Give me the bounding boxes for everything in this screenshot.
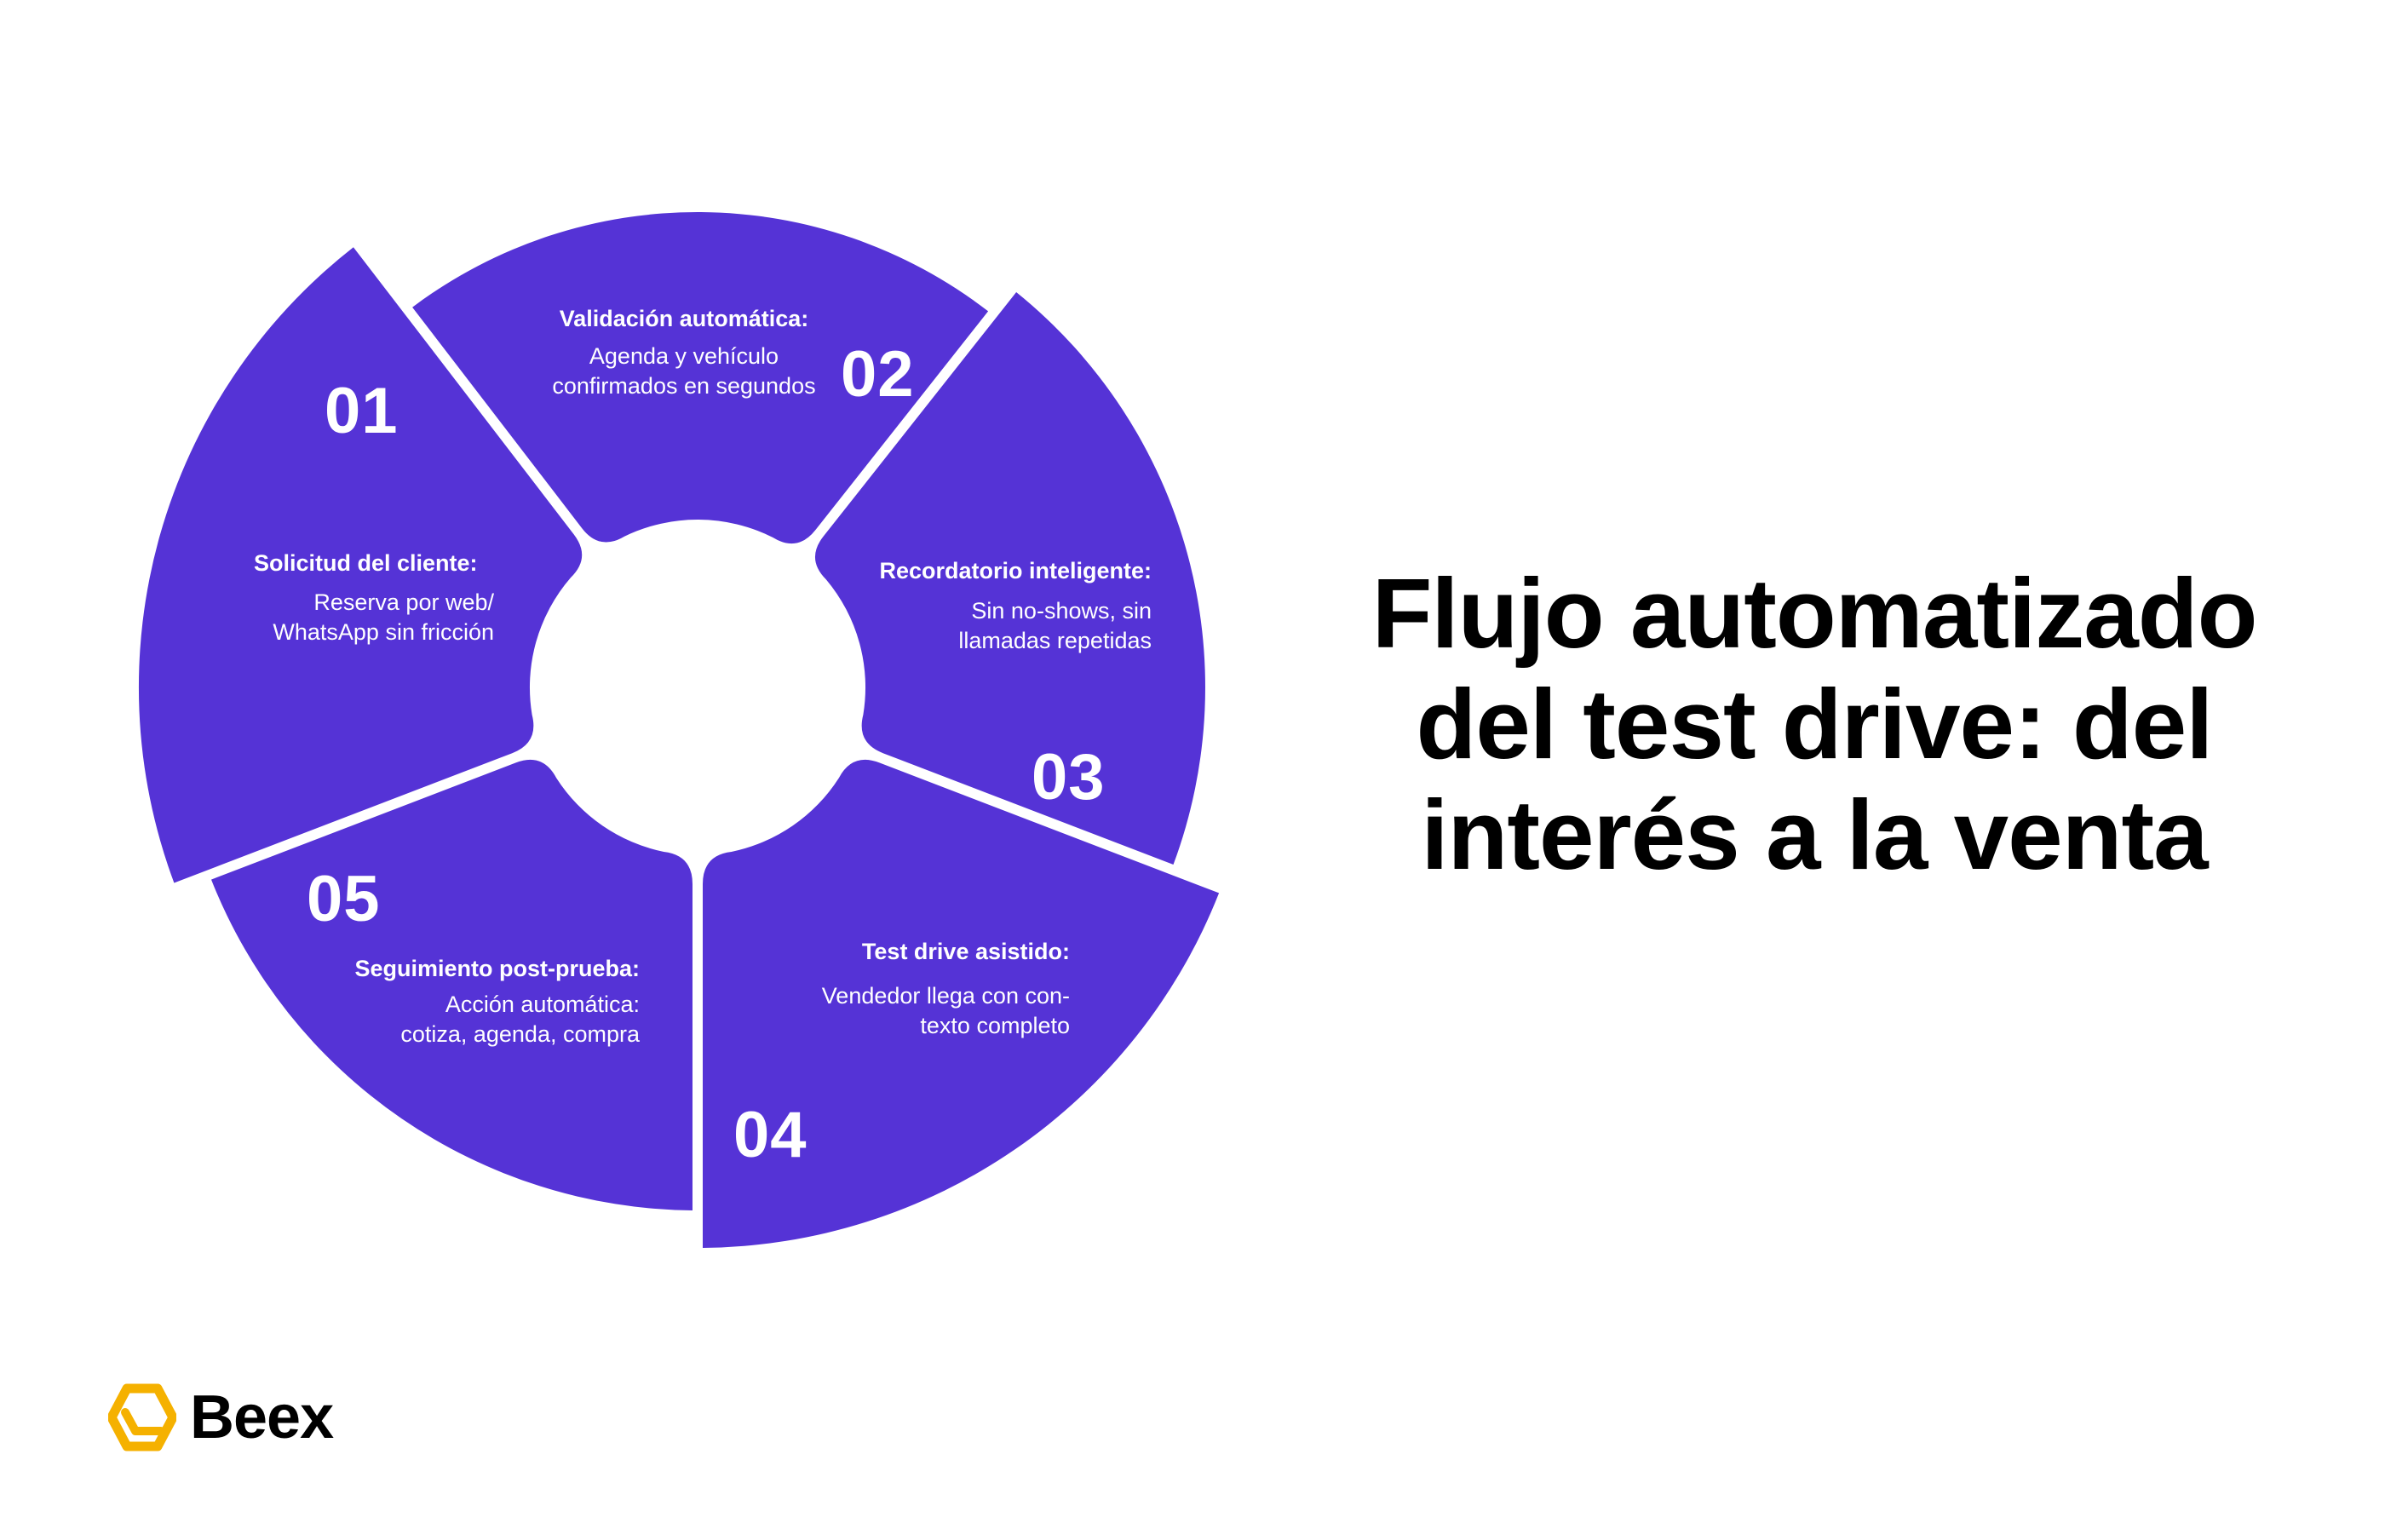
title-line-3: interés a la venta [1421, 779, 2208, 890]
step-01-text: Solicitud del cliente: Reserva por web/ … [254, 549, 494, 647]
logo-text: Beex [190, 1383, 334, 1451]
step-number-05: 05 [307, 863, 381, 935]
step-05-body-line-1: Acción automática: [445, 992, 640, 1017]
step-04-heading: Test drive asistido: [861, 939, 1070, 964]
step-04-text: Test drive asistido: Vendedor llega con … [792, 937, 1070, 1041]
step-02-heading: Validación automática: [559, 306, 809, 331]
step-05-heading: Seguimiento post-prueba: [354, 956, 640, 981]
step-02-body-line-1: Agenda y vehículo [589, 343, 779, 369]
step-number-04: 04 [733, 1099, 807, 1171]
step-number-02: 02 [841, 338, 915, 411]
step-03-heading: Recordatorio inteligente: [879, 558, 1152, 583]
step-number-03: 03 [1032, 741, 1106, 813]
segment-01 [138, 247, 583, 883]
segment-02 [412, 212, 989, 544]
title-line-1: Flujo automatizado [1371, 558, 2258, 669]
step-01-body-line-1: Reserva por web/ [313, 589, 494, 615]
segment-03 [814, 292, 1205, 865]
step-02-body-line-2: confirmados en segundos [552, 373, 816, 399]
title-line-2: del test drive: del [1416, 669, 2213, 779]
step-03-body-line-2: llamadas repetidas [958, 628, 1152, 653]
beex-logo: Beex [108, 1382, 334, 1453]
step-02-text: Validación automática: Agenda y vehículo… [531, 304, 837, 401]
step-01-body-line-2: WhatsApp sin fricción [273, 619, 494, 645]
segment-05 [211, 759, 693, 1210]
page-title: Flujo automatizado del test drive: del i… [1337, 558, 2291, 890]
step-03-body-line-1: Sin no-shows, sin [971, 598, 1152, 624]
hexagon-logo-icon [108, 1383, 176, 1451]
segment-04 [703, 759, 1220, 1248]
step-03-text: Recordatorio inteligente: Sin no-shows, … [877, 556, 1152, 656]
step-number-01: 01 [325, 375, 399, 447]
step-05-text: Seguimiento post-prueba: Acción automáti… [349, 954, 640, 1049]
step-04-body-line-1: Vendedor llega con con- [821, 983, 1070, 1009]
step-04-body-line-2: texto completo [920, 1013, 1070, 1038]
step-05-body-line-2: cotiza, agenda, compra [400, 1021, 640, 1047]
step-01-heading: Solicitud del cliente: [254, 550, 478, 576]
